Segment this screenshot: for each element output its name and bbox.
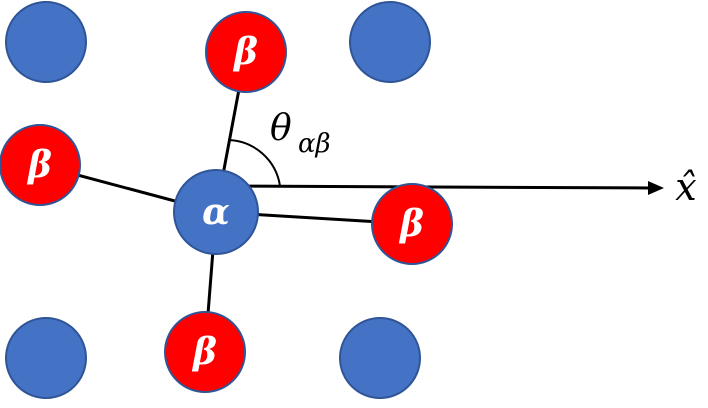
beta-label-right: β (398, 203, 424, 245)
x-axis-arrow-line (215, 184, 651, 190)
x-axis-arrowhead (648, 181, 664, 195)
x-axis-label: x̂ (675, 165, 696, 209)
beta-atom-right (371, 183, 453, 265)
blue-atom-bottom-left (5, 317, 87, 399)
blue-atom-top-left (5, 1, 87, 83)
beta-label-left: β (26, 144, 52, 186)
beta-atom-bottom (164, 311, 246, 393)
blue-atom-bottom-right (339, 317, 421, 399)
theta-subscript-label: αβ (298, 129, 331, 159)
beta-label-top: β (232, 31, 258, 73)
beta-atom-top (205, 11, 287, 93)
alpha-atom-center (173, 169, 259, 255)
theta-label: θ (270, 108, 292, 149)
blue-atom-top-right (349, 1, 431, 83)
beta-label-bottom: β (191, 331, 217, 373)
angle-arc (227, 139, 281, 187)
beta-atom-left (0, 124, 81, 206)
alpha-label-center: α (202, 191, 230, 233)
